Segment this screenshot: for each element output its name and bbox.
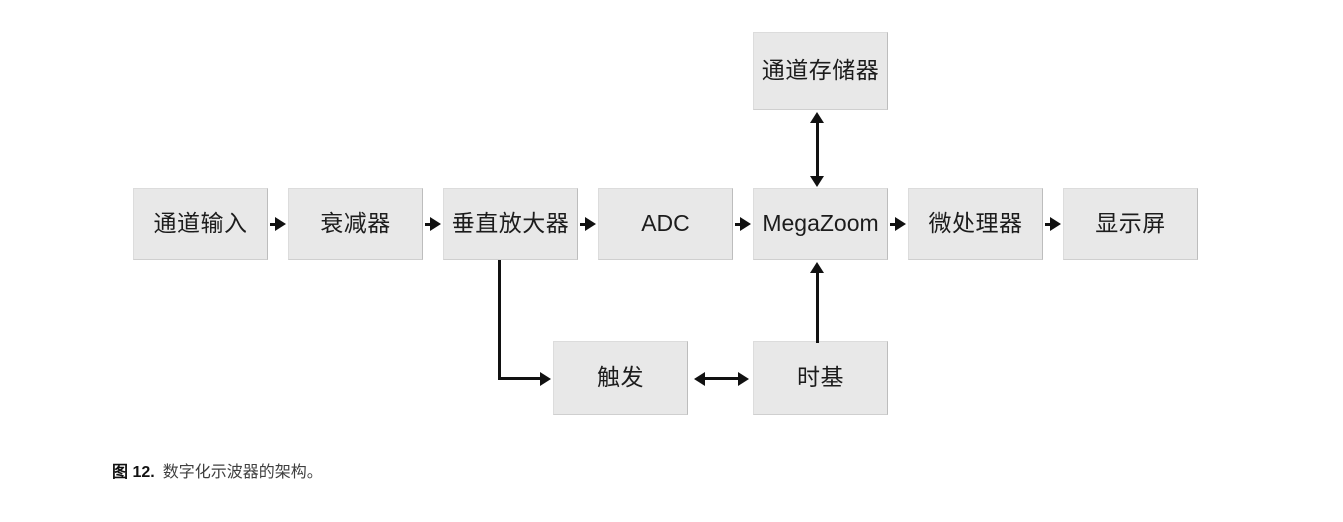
node-channel-memory: 通道存储器 [753, 32, 888, 110]
node-megazoom-label: MegaZoom [762, 210, 879, 237]
arrowhead-right-icon [738, 371, 749, 386]
arrowhead-right-icon [585, 217, 596, 231]
arrowhead-right-icon [1050, 217, 1061, 231]
node-trigger-label: 触发 [597, 364, 644, 391]
node-time-base: 时基 [753, 341, 888, 415]
node-time-base-label: 时基 [797, 364, 844, 391]
arrowhead-down-icon [810, 176, 824, 187]
node-vertical-amplifier: 垂直放大器 [443, 188, 578, 260]
node-adc: ADC [598, 188, 733, 260]
connector-line [702, 376, 743, 380]
node-channel-memory-label: 通道存储器 [761, 57, 880, 84]
node-megazoom: MegaZoom [753, 188, 888, 260]
arrowhead-left-icon [694, 371, 705, 386]
node-display: 显示屏 [1063, 188, 1198, 260]
node-display-label: 显示屏 [1095, 210, 1166, 237]
arrowhead-up-icon [810, 112, 824, 123]
node-channel-input: 通道输入 [133, 188, 268, 260]
node-trigger: 触发 [553, 341, 688, 415]
node-vertical-amplifier-label: 垂直放大器 [451, 210, 570, 237]
connector-line-horizontal [498, 377, 546, 380]
node-microprocessor-label: 微处理器 [928, 210, 1023, 237]
figure-caption: 图 12. 数字化示波器的架构。 [112, 458, 323, 482]
connector-line [815, 118, 819, 176]
node-channel-input-label: 通道输入 [153, 210, 248, 237]
arrowhead-right-icon [430, 217, 441, 231]
arrowhead-up-icon [810, 262, 824, 273]
arrowhead-right-icon [275, 217, 286, 231]
connector-line [815, 268, 819, 343]
figure-caption-text: 数字化示波器的架构。 [162, 464, 323, 481]
node-attenuator: 衰减器 [288, 188, 423, 260]
figure-caption-number: 图 12. [112, 464, 155, 481]
arrowhead-right-icon [540, 371, 551, 386]
connector-line-vertical [498, 260, 501, 380]
node-microprocessor: 微处理器 [908, 188, 1043, 260]
node-adc-label: ADC [641, 210, 690, 237]
node-attenuator-label: 衰减器 [320, 210, 391, 237]
arrowhead-right-icon [895, 217, 906, 231]
arrowhead-right-icon [740, 217, 751, 231]
